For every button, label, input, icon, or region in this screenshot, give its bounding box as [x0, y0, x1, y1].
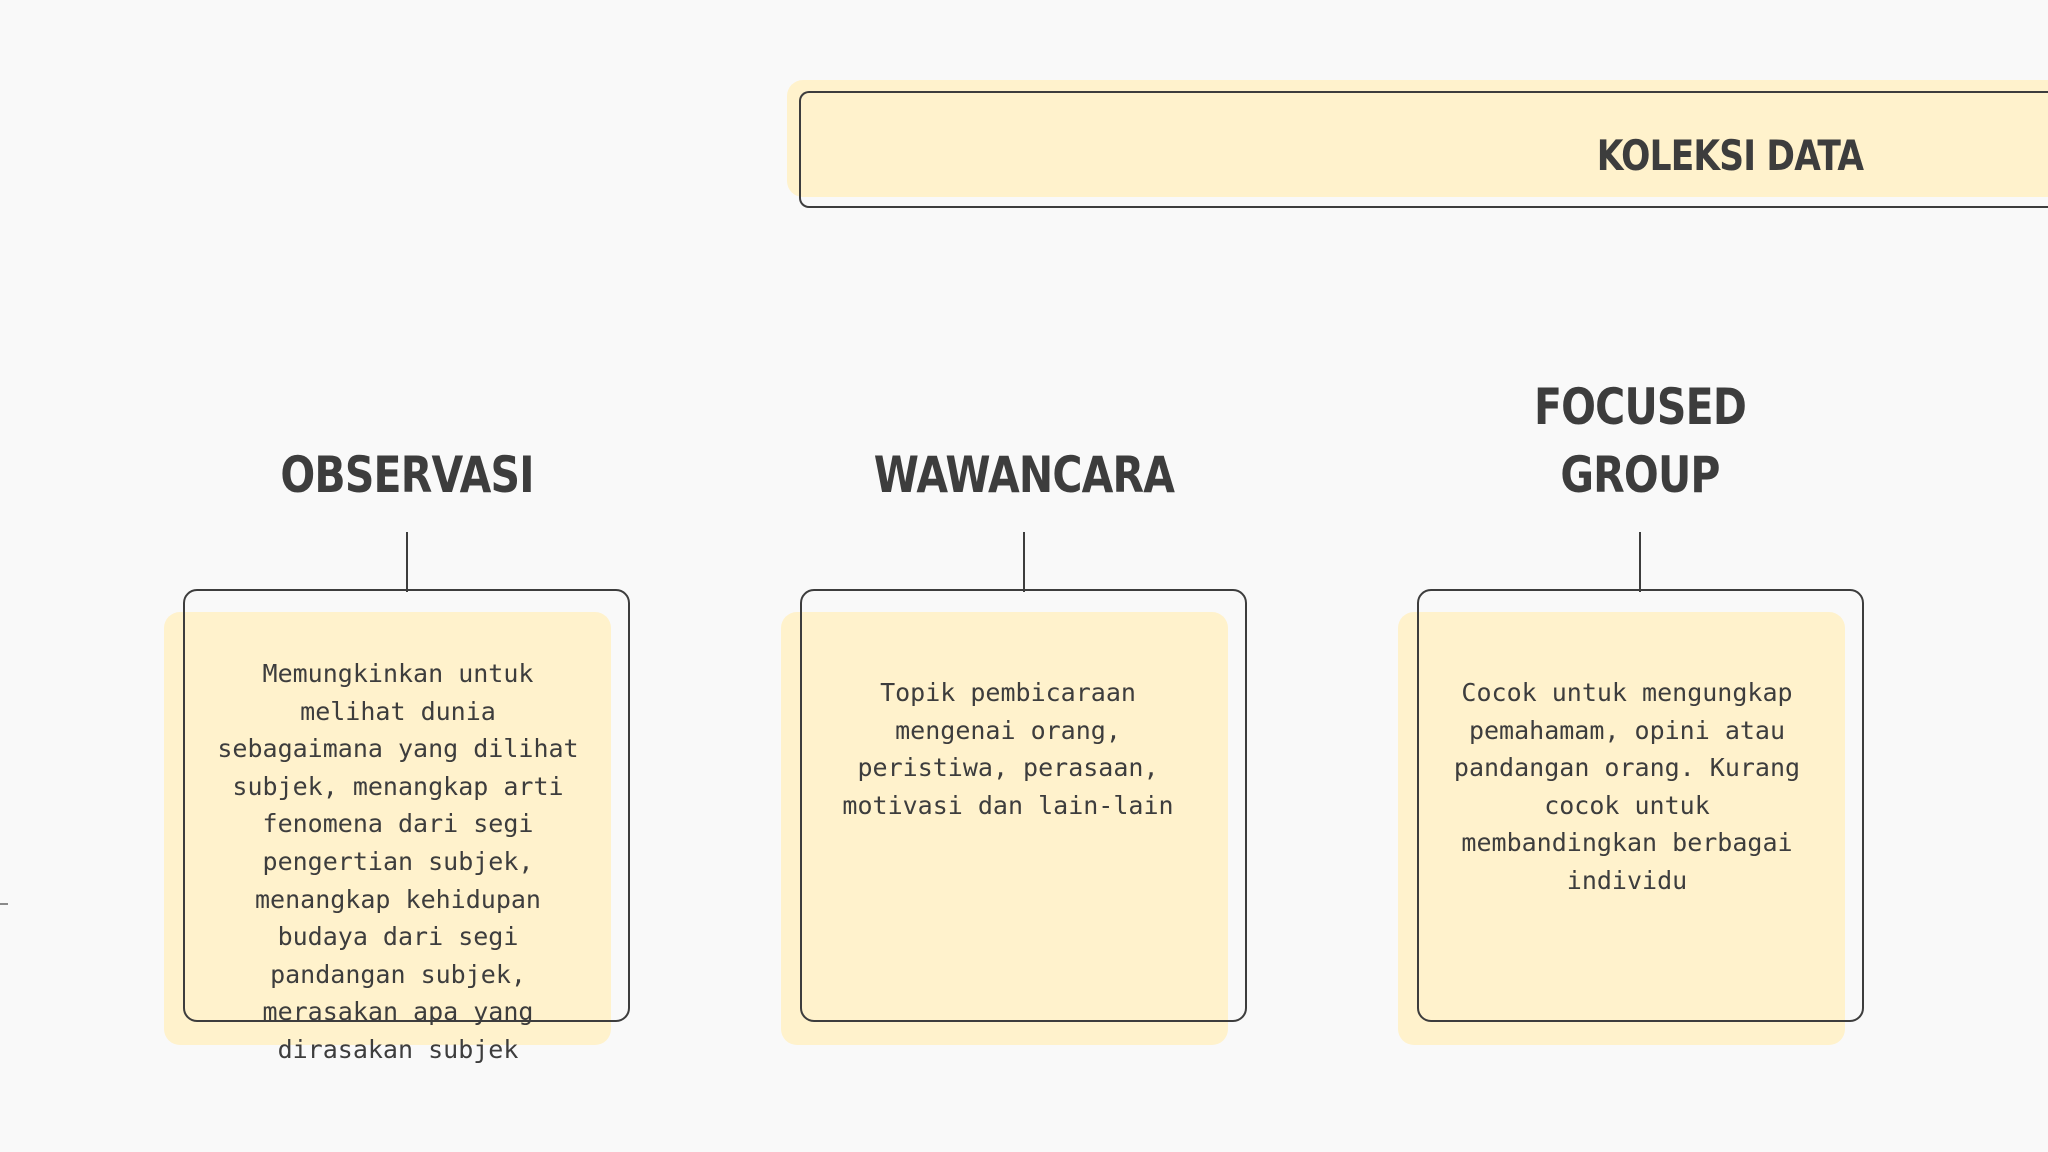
card-focused-group-fill — [1398, 612, 1845, 1045]
connector-observasi — [406, 532, 408, 592]
card-observasi-text: Memungkinkan untuk melihat dunia sebagai… — [217, 659, 579, 1064]
heading-observasi: OBSERVASI — [280, 446, 534, 504]
card-wawancara-text: Topik pembicaraan mengenai orang, perist… — [842, 678, 1174, 820]
connector-focused-group — [1639, 532, 1641, 592]
heading-focused-group: FOCUSED GROUP — [1533, 378, 1747, 504]
card-observasi-frame — [183, 589, 630, 1022]
card-focused-group-frame — [1417, 589, 1864, 1022]
card-focused-group-text: Cocok untuk mengungkap pemahamam, opini … — [1453, 678, 1801, 895]
connector-wawancara — [1023, 532, 1025, 592]
heading-wawancara: WAWANCARA — [873, 446, 1175, 504]
card-observasi-fill — [164, 612, 611, 1045]
header-banner-fill — [787, 80, 2048, 197]
card-wawancara-frame — [800, 589, 1247, 1022]
header-banner-frame — [799, 91, 2048, 208]
card-wawancara-fill — [781, 612, 1228, 1045]
edge-dash — [0, 903, 8, 905]
header-title: KOLEKSI DATA — [1596, 131, 1864, 180]
